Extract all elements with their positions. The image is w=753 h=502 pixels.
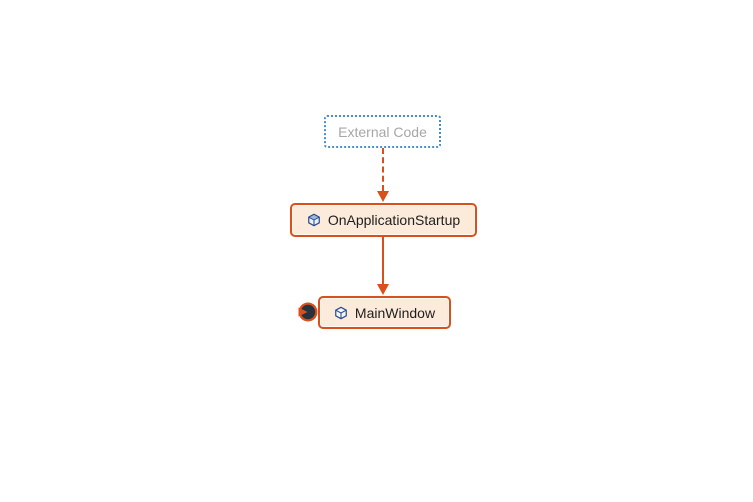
edge-startup-to-mainwindow[interactable]: [382, 237, 384, 284]
node-main-window[interactable]: MainWindow: [318, 296, 451, 329]
node-on-application-startup[interactable]: OnApplicationStartup: [290, 203, 477, 237]
cube-icon: [307, 213, 320, 227]
edge-external-to-startup[interactable]: [382, 148, 384, 191]
edge-startup-to-mainwindow-arrowhead-icon: [377, 284, 389, 295]
node-on-application-startup-label: OnApplicationStartup: [327, 212, 461, 228]
entry-point-badge-icon: [298, 302, 318, 322]
node-external-code[interactable]: External Code: [324, 115, 441, 148]
node-main-window-label: MainWindow: [354, 304, 436, 321]
node-external-code-label: External Code: [338, 123, 427, 140]
edge-external-to-startup-arrowhead-icon: [377, 191, 389, 202]
cube-icon: [335, 306, 347, 319]
